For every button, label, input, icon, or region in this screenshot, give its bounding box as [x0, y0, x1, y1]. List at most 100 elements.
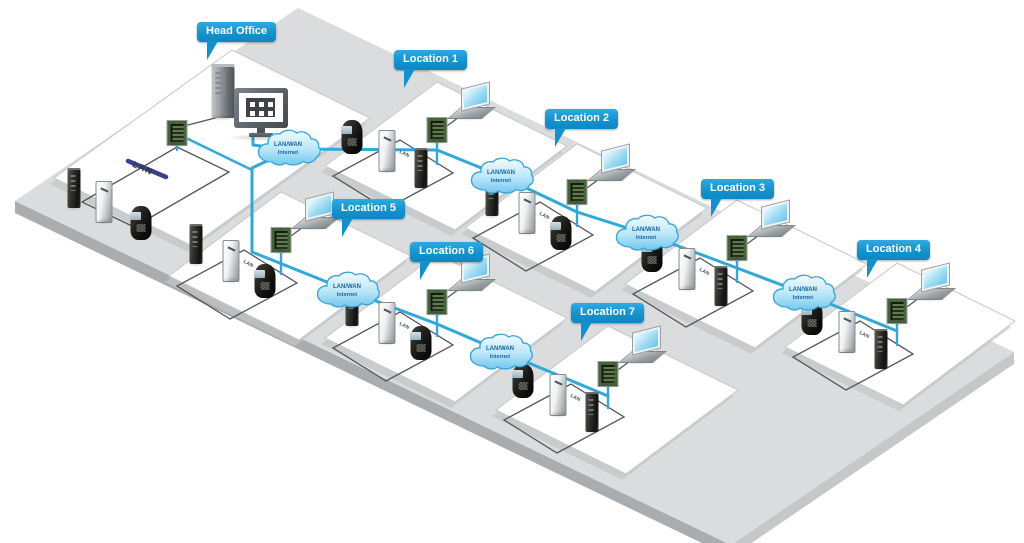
lan-loop-location-2: [471, 201, 595, 272]
wan-chain-top-row: [251, 132, 899, 333]
location-6-callout-text: Location 6: [419, 245, 475, 257]
fingerprint-terminal-icon: [550, 216, 572, 250]
laptop-icon: [447, 253, 496, 291]
cloud-icon: LAN/WAN Internet: [470, 157, 534, 194]
lan-label-location-7: LAN: [569, 393, 582, 403]
desktop-monitor-icon: [234, 88, 288, 138]
metal-card-reader-icon: [378, 130, 396, 172]
cloud-label-line2: Internet: [491, 178, 511, 184]
lan-label-location-2: LAN: [538, 211, 551, 221]
location-3-callout-text: Location 3: [710, 182, 766, 194]
location-4-callout-text: Location 4: [866, 243, 922, 255]
slim-fingerprint-reader-icon: [189, 224, 203, 264]
lan-loop-location-4: [791, 320, 915, 391]
cloud-label-line2: Internet: [490, 354, 510, 360]
location-1-callout: Location 1: [394, 50, 468, 70]
location-3-callout: Location 3: [701, 179, 775, 199]
slim-fingerprint-reader-icon: [485, 176, 499, 216]
wan-chain-bottom-row: [250, 149, 610, 398]
location-7-callout-text: Location 7: [580, 306, 636, 318]
tile-location-7: [495, 325, 739, 475]
location-5-callout-text: Location 5: [341, 202, 397, 214]
metal-card-reader-icon: [378, 302, 396, 344]
fingerprint-terminal-icon: [641, 238, 663, 272]
cloud-icon: LAN/WAN Internet: [257, 129, 321, 166]
lan-label-location-5: LAN: [242, 259, 255, 269]
fingerprint-terminal-icon: [410, 326, 432, 360]
lan-loop-location-3: [631, 257, 755, 328]
access-controller-panel-icon: [726, 235, 748, 261]
lan-label-location-3: LAN: [698, 267, 711, 277]
location-2-callout-text: Location 2: [554, 112, 610, 124]
laptop-icon: [907, 262, 956, 300]
location-1-callout-text: Location 1: [403, 53, 459, 65]
fingerprint-terminal-icon: [801, 301, 823, 335]
access-controller-panel-icon: [597, 361, 619, 387]
metal-card-reader-icon: [838, 311, 856, 353]
lan-loop-location-6: [331, 311, 455, 382]
access-controller-panel-icon: [426, 289, 448, 315]
location-2-callout: Location 2: [545, 109, 619, 129]
platform-top: [15, 8, 1014, 543]
wan-drop-stubs: [175, 139, 899, 410]
cloud-label-line2: Internet: [278, 150, 298, 156]
cloud-label-line2: Internet: [793, 295, 813, 301]
tile-location-1: [324, 81, 568, 231]
slim-fingerprint-reader-icon: [874, 329, 888, 369]
metal-card-reader-icon: [222, 240, 240, 282]
laptop-icon: [447, 81, 496, 119]
access-controller-panel-icon: [566, 179, 588, 205]
slim-fingerprint-reader-icon: [67, 168, 81, 208]
lan-loop-location-1: [331, 139, 455, 210]
tile-shadows: [50, 56, 1011, 480]
metal-card-reader-icon: [518, 192, 536, 234]
cloud-label-line1: LAN/WAN: [487, 170, 515, 176]
cloud-icon: LAN/WAN Internet: [772, 274, 836, 311]
cloud-label-line1: LAN/WAN: [486, 346, 514, 352]
cloud-label-line2: Internet: [636, 235, 656, 241]
access-controller-panel-icon: [426, 117, 448, 143]
device-connectors: [183, 113, 924, 371]
tile-location-6: [324, 253, 568, 403]
head-office-callout: Head Office: [197, 22, 277, 42]
slim-fingerprint-reader-icon: [585, 392, 599, 432]
tile-location-3: [624, 199, 868, 349]
tile-location-4: [784, 262, 1016, 406]
cloud-icon: LAN/WAN Internet: [469, 333, 533, 370]
lan-label-location-1: LAN: [398, 149, 411, 159]
fingerprint-terminal-icon: [130, 206, 152, 240]
cloud-label-line1: LAN/WAN: [274, 142, 302, 148]
location-4-callout: Location 4: [857, 240, 931, 260]
laptop-icon: [587, 143, 636, 181]
laptop-icon: [291, 191, 340, 229]
location-6-callout: Location 6: [410, 242, 484, 262]
laptop-icon: [747, 199, 796, 237]
cloud-icon: LAN/WAN Internet: [316, 271, 380, 308]
wan-link-head-office-controller: [182, 135, 254, 172]
cloud-label-line1: LAN/WAN: [632, 227, 660, 233]
fingerprint-terminal-icon: [512, 364, 534, 398]
slim-fingerprint-reader-icon: [345, 286, 359, 326]
metal-card-reader-icon: [549, 374, 567, 416]
location-7-callout: Location 7: [571, 303, 645, 323]
lan-label-location-4: LAN: [858, 330, 871, 340]
fingerprint-terminal-icon: [254, 264, 276, 298]
lan-loop-head-office: [80, 146, 231, 228]
metal-card-reader-icon: [678, 248, 696, 290]
slim-fingerprint-reader-icon: [714, 266, 728, 306]
tile-location-5: [168, 191, 412, 341]
cloud-icon: LAN/WAN Internet: [615, 214, 679, 251]
lan-label-head-office: LAN: [130, 159, 155, 177]
lan-loop-location-7: [502, 383, 626, 454]
tile-head-office: [53, 49, 371, 247]
laptop-icon: [618, 325, 667, 363]
tile-location-2: [464, 143, 708, 293]
access-controller-panel-icon: [886, 298, 908, 324]
desktop-tower-icon: [211, 64, 235, 118]
cloud-label-line1: LAN/WAN: [789, 287, 817, 293]
